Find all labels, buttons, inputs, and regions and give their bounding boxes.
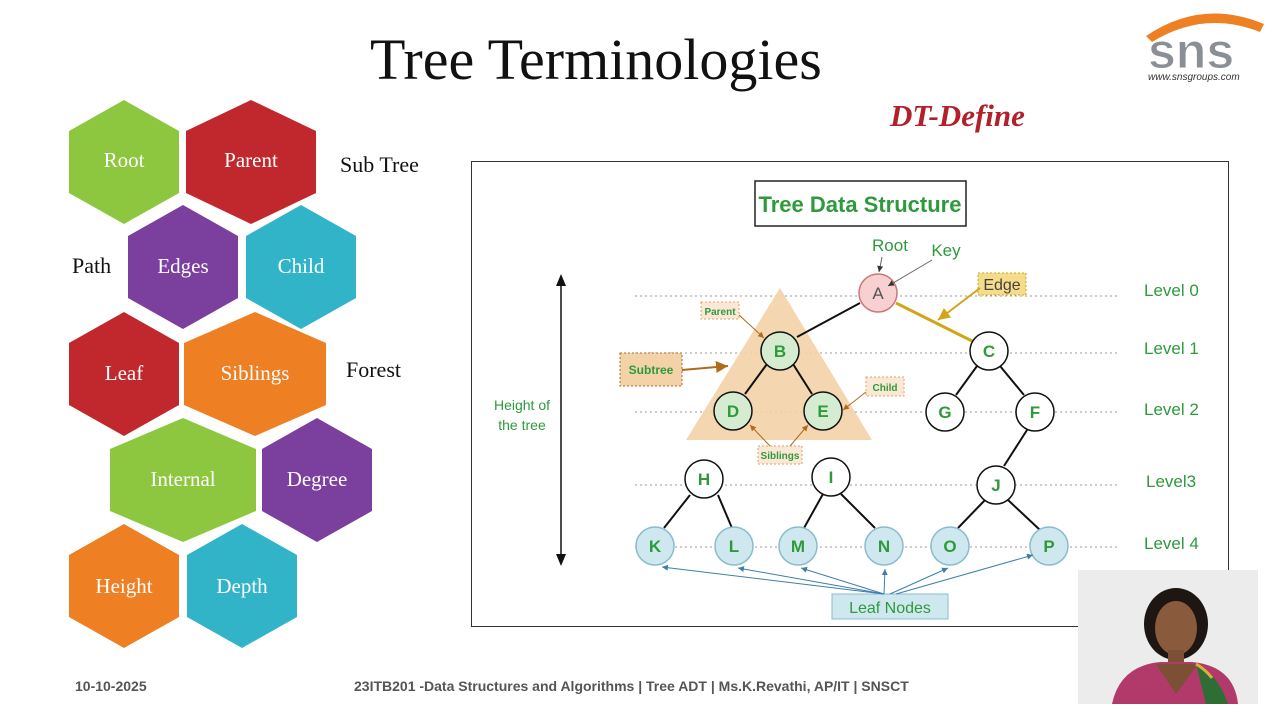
- node-n: N: [864, 526, 904, 566]
- node-f: F: [1015, 392, 1055, 432]
- hex-edges-label: Edges: [157, 254, 208, 278]
- root-annotation: Root: [872, 236, 908, 255]
- tree-diagram-frame: [471, 161, 1229, 627]
- highlighted-edge: [895, 301, 975, 344]
- node-p: P: [1029, 526, 1069, 566]
- node-b: B: [760, 331, 800, 371]
- parent-annotation-box: [700, 301, 740, 320]
- parent-annotation: Parent: [704, 307, 736, 318]
- hex-parent: Parent: [186, 100, 316, 224]
- logo-text: sns: [1148, 23, 1234, 79]
- subtree-annotation: Subtree: [629, 363, 674, 377]
- hex-degree: Degree: [262, 418, 372, 542]
- height-label-line1: Height of: [494, 397, 550, 413]
- level-1-label: Level 1: [1144, 339, 1199, 358]
- diagram-title: Tree Data Structure: [759, 192, 962, 217]
- hex-child-label: Child: [278, 254, 325, 278]
- svg-text:J: J: [991, 476, 1000, 495]
- svg-text:C: C: [983, 342, 995, 361]
- presenter-webcam: [1078, 570, 1258, 704]
- edge-annotation-box: [977, 272, 1027, 296]
- logo-swoosh: [1146, 13, 1264, 42]
- hex-root: Root: [69, 100, 179, 224]
- svg-text:M: M: [791, 537, 805, 556]
- node-j: J: [976, 465, 1016, 505]
- hex-depth-label: Depth: [216, 574, 268, 598]
- node-a: A: [858, 273, 898, 313]
- hex-internal-label: Internal: [150, 467, 215, 491]
- hex-siblings: Siblings: [184, 312, 326, 436]
- hex-internal: Internal: [110, 418, 256, 542]
- leaf-pointer-arrows: [661, 553, 1034, 595]
- slide-subtitle: DT-Define: [890, 98, 1025, 133]
- svg-text:O: O: [943, 537, 956, 556]
- slide-title: Tree Terminologies: [370, 27, 822, 92]
- footer-date: 10-10-2025: [75, 678, 147, 694]
- hex-siblings-label: Siblings: [221, 361, 290, 385]
- level-4-label: Level 4: [1144, 534, 1199, 553]
- subtree-annotation-box: [619, 352, 683, 387]
- svg-text:D: D: [727, 402, 739, 421]
- hexagon-grid: Root Parent Edges Child Leaf Siblings In…: [69, 100, 372, 648]
- node-h: H: [684, 459, 724, 499]
- node-g: G: [925, 392, 965, 432]
- label-forest: Forest: [346, 357, 401, 382]
- node-l: L: [714, 526, 754, 566]
- svg-text:P: P: [1043, 537, 1054, 556]
- svg-text:L: L: [729, 537, 739, 556]
- hex-height: Height: [69, 524, 179, 648]
- leaf-nodes-annotation: Leaf Nodes: [849, 600, 931, 617]
- hex-child: Child: [246, 205, 356, 329]
- hex-height-label: Height: [95, 574, 152, 598]
- node-m: M: [778, 526, 818, 566]
- hex-leaf-label: Leaf: [105, 361, 143, 385]
- level-3-label: Level3: [1146, 472, 1196, 491]
- svg-text:I: I: [829, 468, 834, 487]
- svg-text:G: G: [938, 403, 951, 422]
- sns-logo: sns www.snsgroups.com: [1146, 13, 1264, 83]
- node-e: E: [803, 391, 843, 431]
- svg-text:A: A: [872, 284, 884, 303]
- svg-text:H: H: [698, 470, 710, 489]
- leaf-nodes-annotation-box: [831, 593, 949, 620]
- logo-url: www.snsgroups.com: [1148, 72, 1240, 83]
- siblings-annotation-box: [757, 445, 803, 465]
- svg-text:B: B: [774, 342, 786, 361]
- svg-text:F: F: [1030, 403, 1040, 422]
- hex-leaf: Leaf: [69, 312, 179, 436]
- hex-parent-label: Parent: [224, 148, 278, 172]
- footer-course: 23ITB201 -Data Structures and Algorithms…: [354, 678, 909, 694]
- siblings-annotation: Siblings: [761, 451, 800, 462]
- svg-text:E: E: [817, 402, 828, 421]
- label-sub-tree: Sub Tree: [340, 152, 419, 177]
- level-0-label: Level 0: [1144, 281, 1199, 300]
- hex-root-label: Root: [104, 148, 145, 172]
- height-label-line2: the tree: [498, 417, 546, 433]
- tree-edges: [663, 302, 1041, 531]
- svg-text:K: K: [649, 537, 662, 556]
- hex-depth: Depth: [187, 524, 297, 648]
- child-annotation-box: [865, 376, 905, 397]
- node-i: I: [811, 457, 851, 497]
- edge-annotation: Edge: [983, 277, 1020, 294]
- hex-edges: Edges: [128, 205, 238, 329]
- hex-degree-label: Degree: [287, 467, 348, 491]
- diagram-title-box: [754, 180, 967, 227]
- node-k: K: [635, 526, 675, 566]
- level-2-label: Level 2: [1144, 400, 1199, 419]
- node-d: D: [713, 391, 753, 431]
- child-annotation: Child: [873, 383, 898, 394]
- node-c: C: [969, 331, 1009, 371]
- svg-text:N: N: [878, 537, 890, 556]
- node-o: O: [930, 526, 970, 566]
- key-annotation: Key: [931, 241, 961, 260]
- label-path: Path: [72, 253, 112, 278]
